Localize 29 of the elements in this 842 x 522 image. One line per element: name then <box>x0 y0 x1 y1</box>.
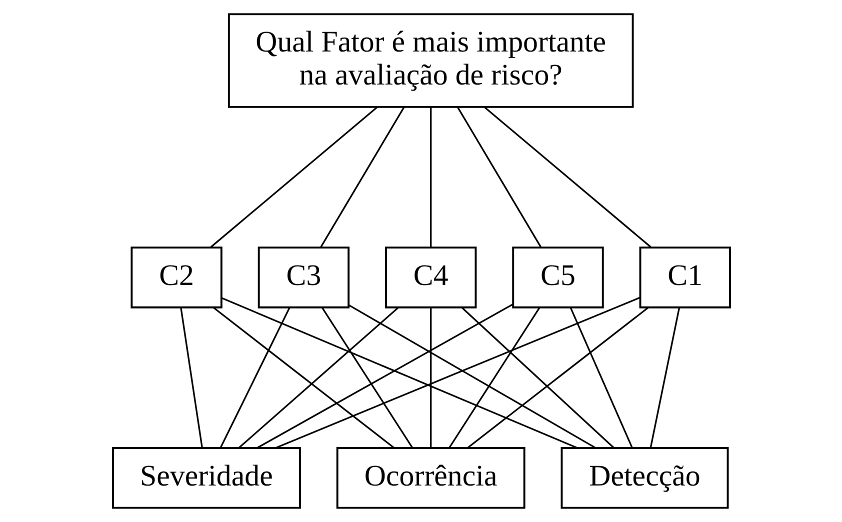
connector <box>448 307 540 448</box>
connector <box>238 307 398 448</box>
connector <box>430 107 432 248</box>
node-box: C1 <box>638 246 730 308</box>
connector <box>430 308 432 448</box>
connector <box>210 106 377 248</box>
connector <box>212 307 394 449</box>
connector <box>219 307 290 448</box>
node-box: C5 <box>512 246 604 308</box>
node-box: C3 <box>257 246 350 308</box>
node-box: C2 <box>130 246 222 308</box>
node-box: Detecção <box>560 447 728 509</box>
connector <box>321 307 413 448</box>
node-box: Severidade <box>112 447 300 509</box>
connector <box>274 296 640 449</box>
connector <box>348 304 596 449</box>
connector <box>180 308 202 448</box>
connector <box>320 107 404 248</box>
connector <box>569 307 632 448</box>
connector <box>649 307 680 448</box>
connector <box>220 297 577 449</box>
connector <box>460 307 614 448</box>
connector <box>484 106 651 248</box>
node-box: Ocorrência <box>336 447 525 509</box>
node-box: C4 <box>384 246 476 308</box>
connector <box>256 304 513 449</box>
connector <box>456 107 542 248</box>
node-box: Qual Fator é mais importante na avaliação de risco? <box>227 13 634 108</box>
connector <box>466 307 648 449</box>
